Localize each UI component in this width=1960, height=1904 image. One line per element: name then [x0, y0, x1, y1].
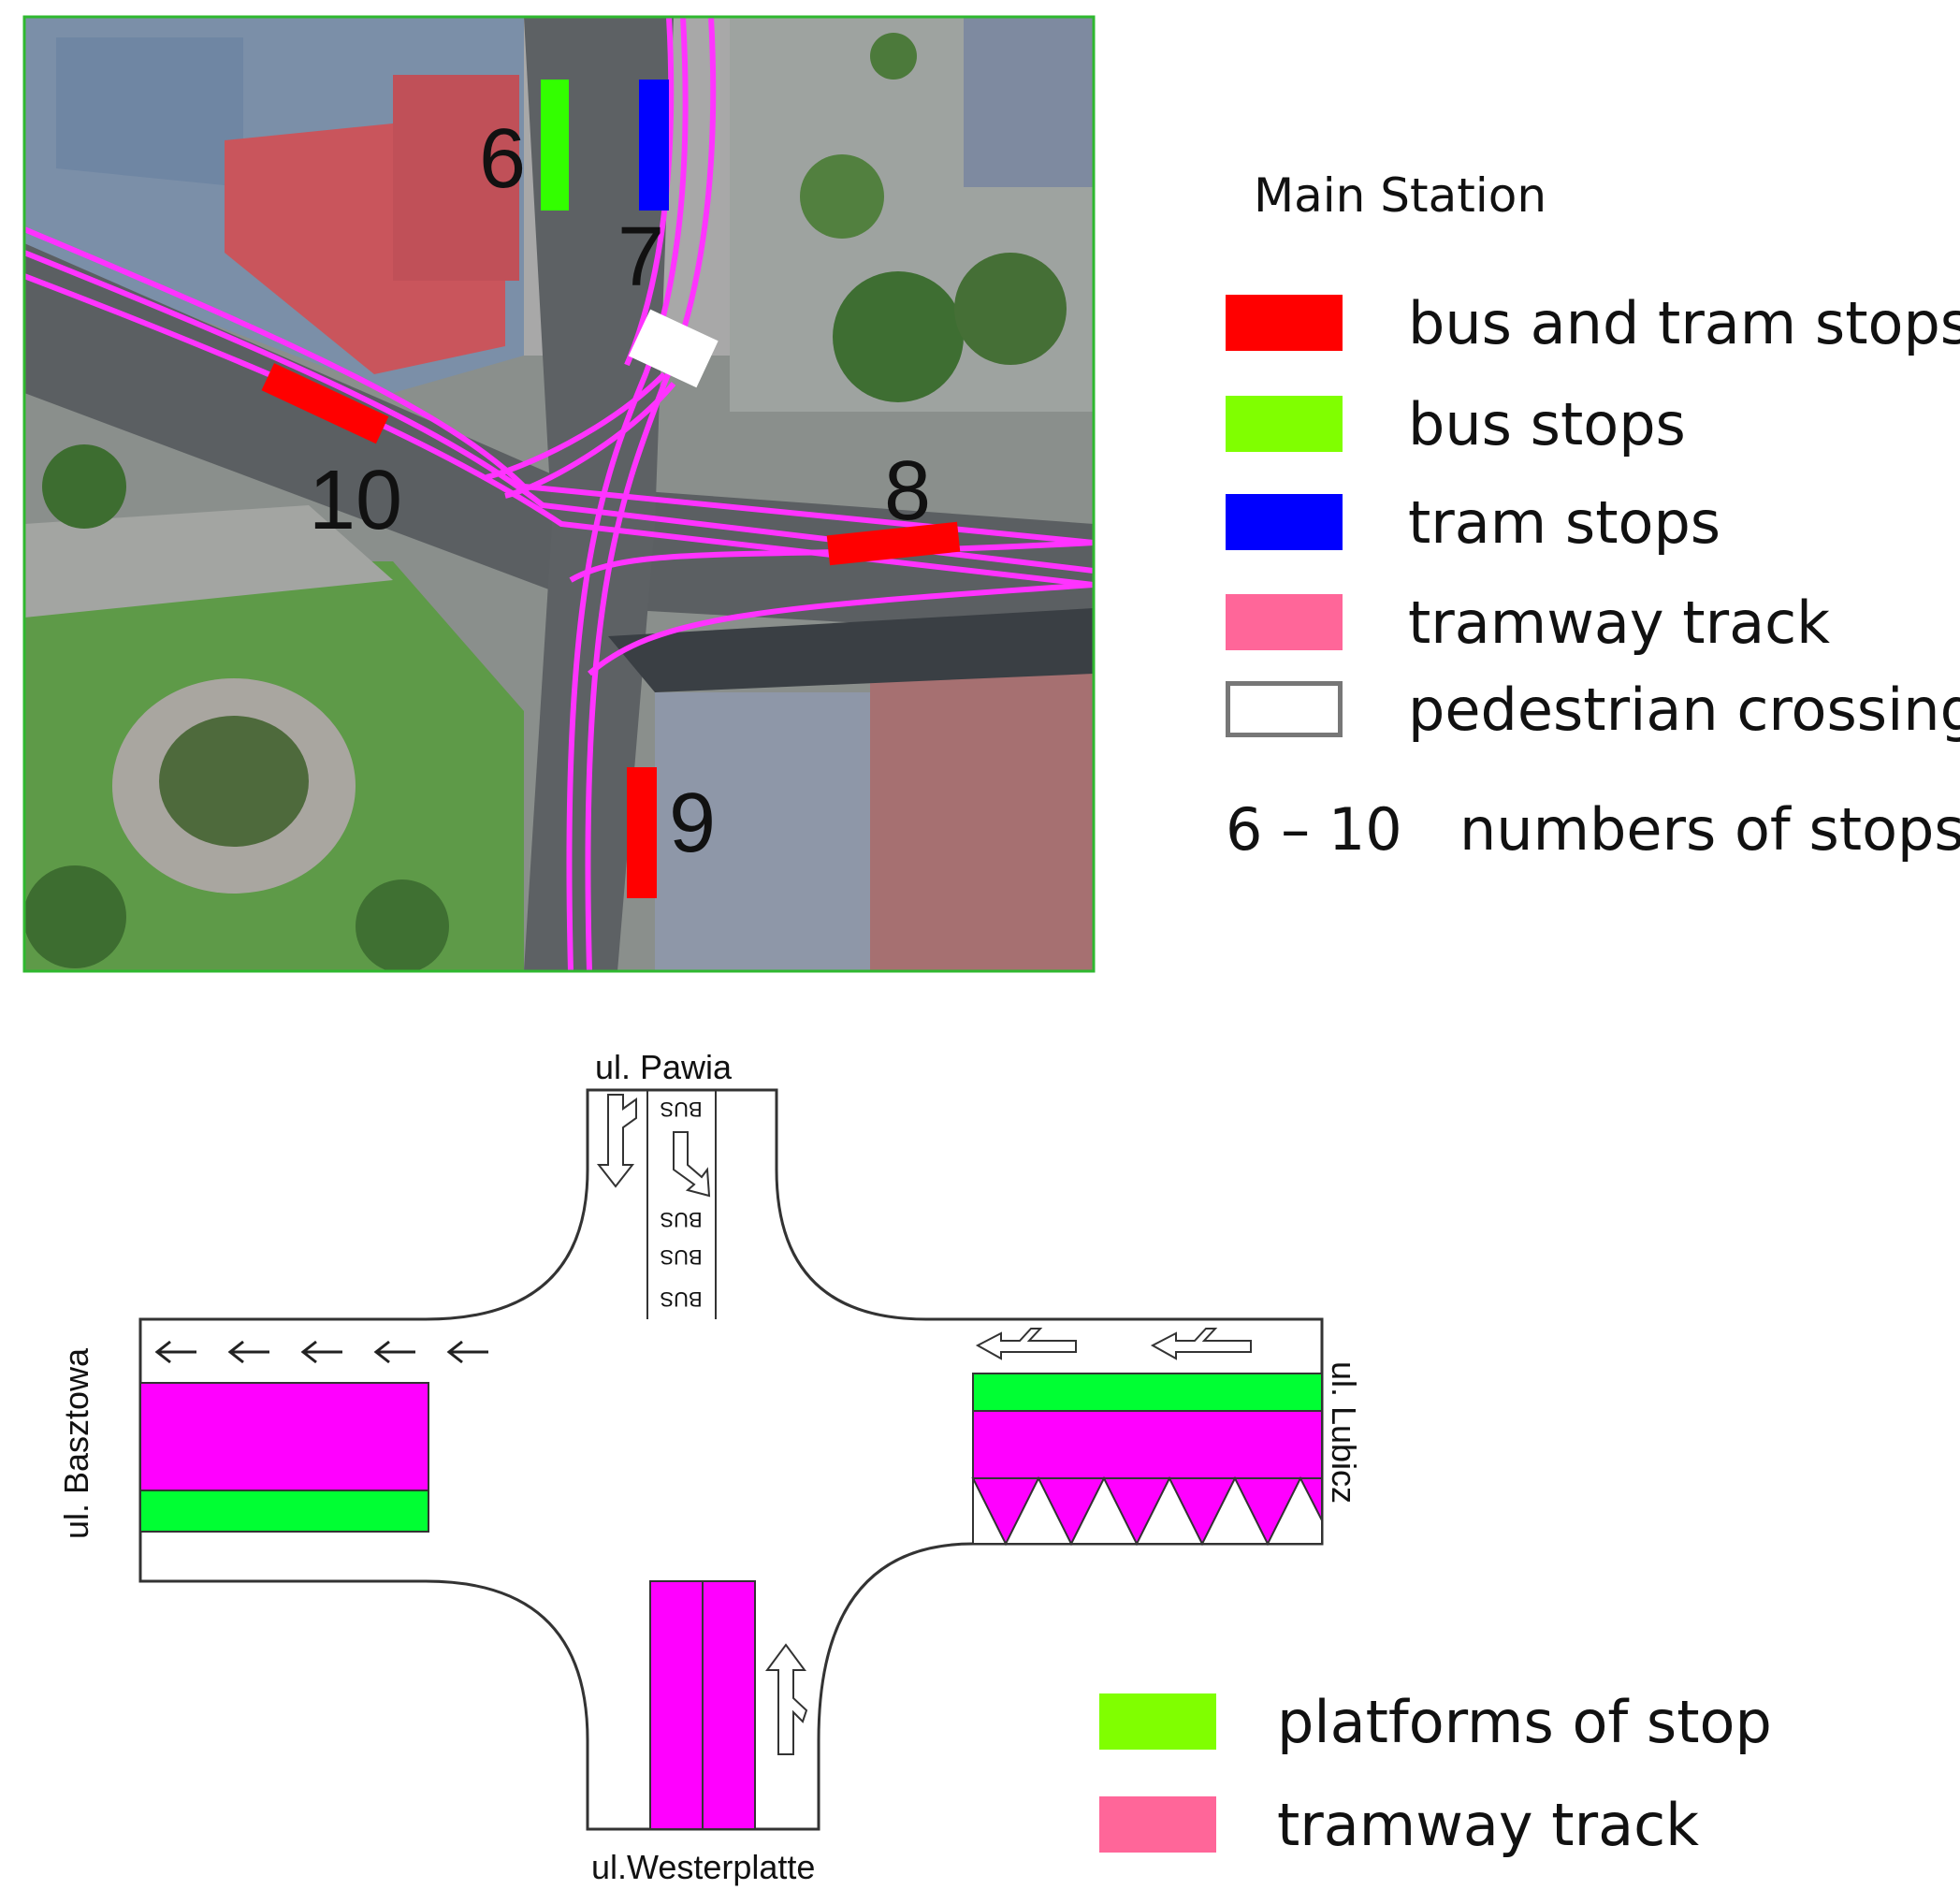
stop-7-bar: [639, 80, 669, 211]
street-label-west: ul. Basztowa: [57, 1347, 96, 1540]
stop-10-bar: [261, 363, 389, 444]
street-label-east: ul. Lubicz: [1325, 1360, 1364, 1504]
stop-number-8: 8: [884, 444, 931, 538]
legend-item-tram-stops: tram stops: [1226, 488, 1946, 560]
road-outline: [138, 1088, 1324, 1831]
legend-item-bus-tram-stops: bus and tram stops: [1226, 289, 1960, 360]
west-platform: [139, 1490, 429, 1533]
numbers-label: numbers of stops: [1459, 795, 1960, 864]
legend-label: pedestrian crossing: [1408, 676, 1960, 744]
legend-swatch: [1099, 1693, 1216, 1750]
legend-label: tram stops: [1408, 488, 1721, 557]
legend-swatch: [1226, 396, 1343, 452]
stop-number-6: 6: [479, 112, 526, 206]
aerial-map: 6 7 8 9 10: [24, 17, 1094, 971]
legend-item-tramway-track: tramway track: [1226, 589, 1946, 660]
legend-top: Main Station bus and tram stops bus stop…: [1216, 159, 1960, 870]
stop-number-9: 9: [669, 777, 716, 870]
west-arrows: [154, 1340, 488, 1364]
legend-swatch: [1226, 594, 1343, 650]
legend-item-tramway-track-bottom: tramway track: [1099, 1791, 1941, 1862]
tram-tracks: [24, 17, 1094, 971]
legend-label: bus and tram stops: [1408, 289, 1960, 357]
legend-swatch: [1226, 295, 1343, 351]
legend-label: platforms of stop: [1277, 1688, 1772, 1756]
west-tram-track: [139, 1382, 429, 1491]
legend-item-bus-stops: bus stops: [1226, 390, 1946, 461]
east-tram-track: [972, 1410, 1323, 1479]
arrow-south: [765, 1643, 808, 1755]
legend-bottom: platforms of stop tramway track: [1099, 1684, 1941, 1890]
legend-item-platforms: platforms of stop: [1099, 1688, 1941, 1759]
legend-swatch: [1099, 1796, 1216, 1853]
stop-6-bar: [541, 80, 569, 211]
south-tram-track-1: [649, 1580, 704, 1830]
intersection-diagram: BUS BUS BUS BUS: [138, 1088, 1324, 1831]
stop-8-bar: [826, 521, 961, 566]
legend-label: bus stops: [1408, 390, 1686, 458]
bus-label: BUS: [660, 1287, 702, 1311]
arrow-east-1: [975, 1328, 1077, 1360]
south-tram-track-2: [702, 1580, 756, 1830]
arrow-east-2: [1150, 1328, 1252, 1360]
street-label-south: ul.Westerplatte: [591, 1848, 816, 1886]
arrow-turn-right: [673, 1131, 711, 1198]
bus-label: BUS: [660, 1097, 702, 1121]
stop-number-10: 10: [309, 454, 402, 547]
legend-item-pedestrian-crossing: pedestrian crossing: [1226, 676, 1960, 747]
legend-swatch: [1226, 681, 1343, 737]
legend-swatch: [1226, 494, 1343, 550]
legend-label: tramway track: [1277, 1791, 1700, 1859]
legend-label: tramway track: [1408, 589, 1831, 657]
pedestrian-crossing: [628, 309, 719, 388]
legend-title: Main Station: [1254, 168, 1547, 223]
stop-9-bar: [627, 767, 657, 898]
arrow-straight-left: [596, 1094, 637, 1188]
street-label-north: ul. Pawia: [595, 1048, 733, 1086]
bus-label: BUS: [660, 1245, 702, 1269]
numbers-range: 6 – 10: [1226, 795, 1402, 864]
east-platform: [972, 1373, 1323, 1412]
bus-label: BUS: [660, 1208, 702, 1231]
stop-number-7: 7: [617, 211, 664, 304]
bus-lane-labels: BUS BUS BUS BUS: [660, 1097, 702, 1311]
